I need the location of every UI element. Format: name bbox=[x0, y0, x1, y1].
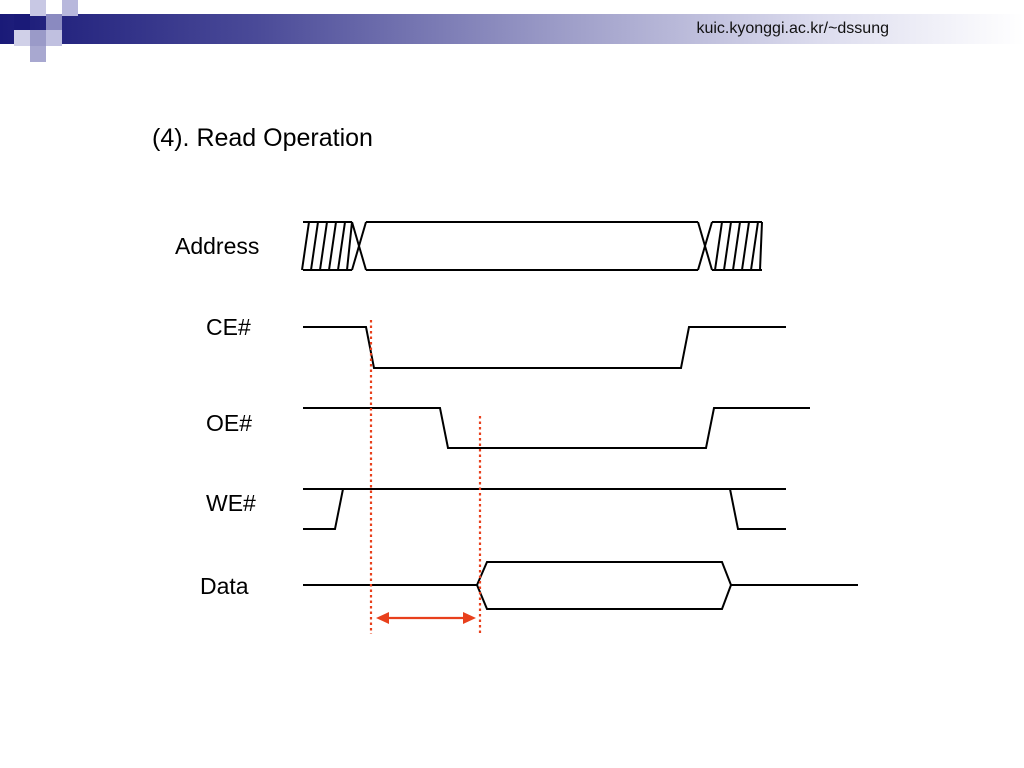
we-waveform bbox=[303, 488, 786, 530]
address-label: Address bbox=[175, 233, 260, 259]
ce-waveform bbox=[303, 326, 786, 369]
address-waveform bbox=[301, 221, 763, 271]
data-waveform bbox=[303, 561, 858, 610]
ce-label: CE# bbox=[206, 314, 251, 340]
oe-waveform bbox=[303, 407, 810, 449]
site-url: kuic.kyonggi.ac.kr/~dssung bbox=[696, 20, 889, 37]
data-label: Data bbox=[200, 573, 249, 599]
oe-label: OE# bbox=[206, 410, 253, 436]
header-band bbox=[0, 14, 1024, 44]
slide-title: (4). Read Operation bbox=[152, 124, 373, 152]
access-time-marker bbox=[369, 320, 482, 634]
we-label: WE# bbox=[206, 490, 256, 516]
logo-squares bbox=[0, 0, 80, 64]
